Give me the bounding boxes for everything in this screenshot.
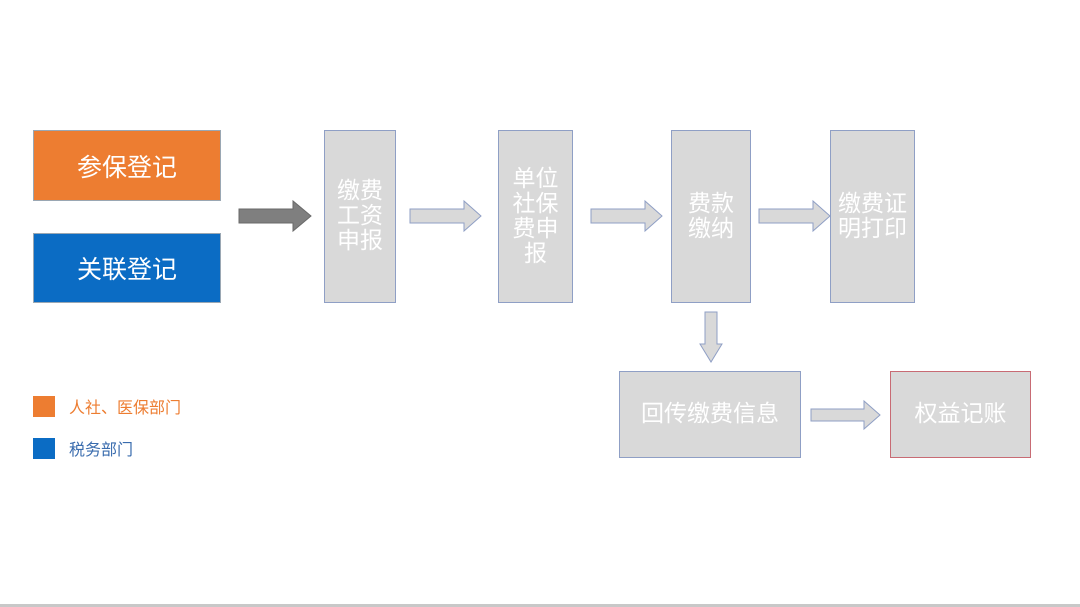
legend-swatch-blue — [33, 437, 55, 459]
light-arrow-right — [758, 199, 831, 233]
legend-swatch-orange — [33, 395, 55, 417]
light-arrow-right — [409, 199, 482, 233]
legend-item-hr-medical: 人社、医保部门 — [33, 394, 181, 418]
step-rights-accounting-box: 权益记账 — [890, 371, 1031, 458]
step-return-payment-info-box: 回传缴费信息 — [619, 371, 801, 458]
step-return-payment-info-label: 回传缴费信息 — [641, 401, 779, 427]
step-rights-accounting-label: 权益记账 — [914, 401, 1007, 427]
enroll-registration-box: 参保登记 — [33, 130, 221, 201]
step-unit-fee-declaration-box: 单位社保费申报 — [498, 130, 573, 303]
light-arrow-down — [699, 311, 723, 363]
light-arrow-right — [810, 399, 881, 431]
dark-arrow-right — [238, 199, 312, 233]
step-payment-certificate-box: 缴费证明打印 — [830, 130, 915, 303]
step-unit-fee-declaration-label: 单位社保费申报 — [512, 165, 559, 267]
bottom-divider — [0, 604, 1080, 607]
step-wage-declaration-box: 缴费工资申报 — [324, 130, 396, 303]
link-registration-box: 关联登记 — [33, 233, 221, 303]
step-payment-certificate-label: 缴费证明打印 — [838, 190, 907, 242]
legend-item-tax: 税务部门 — [33, 436, 133, 460]
link-registration-label: 关联登记 — [76, 255, 177, 284]
enroll-registration-label: 参保登记 — [76, 152, 177, 182]
legend-label-tax: 税务部门 — [69, 440, 134, 459]
step-fee-payment-box: 费款缴纳 — [671, 130, 751, 303]
legend-label-hr-medical: 人社、医保部门 — [69, 398, 182, 417]
light-arrow-right — [590, 199, 663, 233]
step-wage-declaration-label: 缴费工资申报 — [337, 178, 383, 254]
step-fee-payment-label: 费款缴纳 — [688, 190, 734, 242]
